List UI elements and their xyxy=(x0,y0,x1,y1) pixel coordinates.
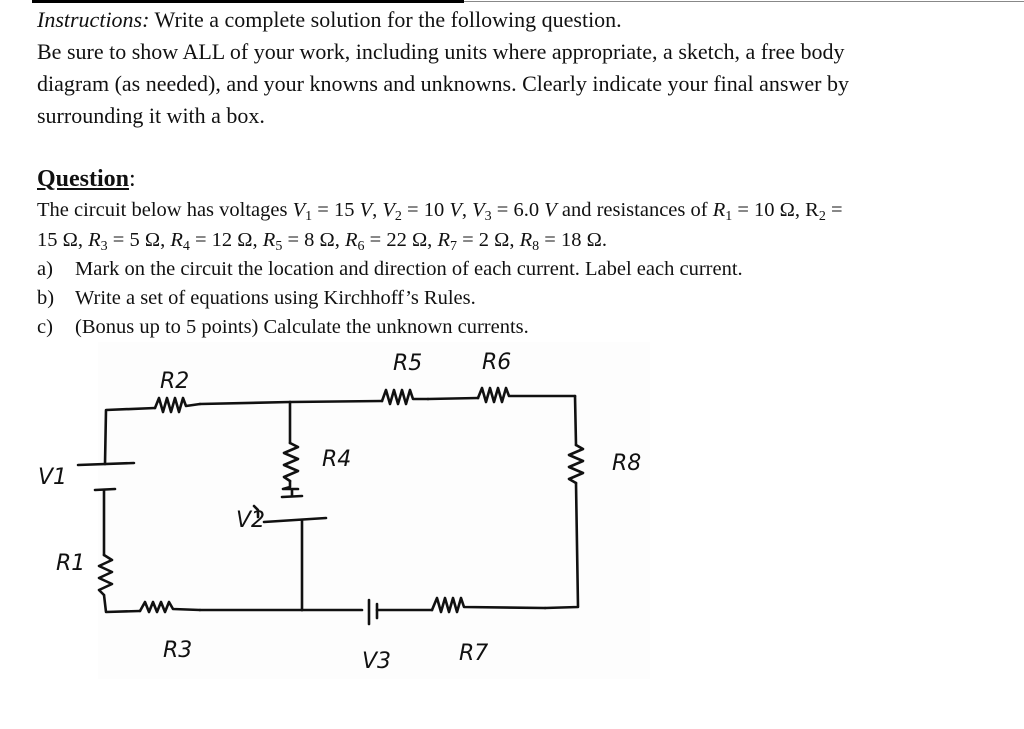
label-r3: R3 xyxy=(163,638,192,663)
top-rule-bold xyxy=(32,0,464,3)
label-v2: V2 xyxy=(236,508,265,533)
intro-start: The circuit below has voltages xyxy=(37,199,293,221)
label-v1: V1 xyxy=(38,465,67,490)
r4-value: = 12 Ω, xyxy=(189,229,263,251)
intro-mid: and resistances of xyxy=(556,199,713,221)
item-a-text: Mark on the circuit the location and dir… xyxy=(75,258,743,280)
question-heading-text: Question xyxy=(37,166,130,192)
v3-unit: V xyxy=(544,199,557,221)
item-b-marker: b) xyxy=(37,287,55,309)
instructions-line-1-text: Write a complete solution for the follow… xyxy=(149,7,622,32)
instructions-line-4: surrounding it with a box. xyxy=(37,103,265,128)
wire-left-top xyxy=(103,406,157,466)
sep: , xyxy=(372,199,383,221)
circuit-photo-background xyxy=(98,342,650,679)
label-v3: V3 xyxy=(362,649,391,674)
v1-symbol: V xyxy=(292,199,306,221)
instructions-line-3: diagram (as needed), and your knowns and… xyxy=(37,71,849,96)
resistor-r8 xyxy=(567,443,585,485)
v3-value: = 6.0 xyxy=(491,199,545,221)
r2-value: 15 Ω, xyxy=(37,229,89,251)
wire-r5-r6 xyxy=(426,396,480,401)
instructions-line-2: Be sure to show ALL of your work, includ… xyxy=(37,39,845,64)
r2-equals: = xyxy=(825,199,843,221)
r1-value: = 10 Ω, R xyxy=(732,199,819,221)
question-heading: Question: xyxy=(37,163,136,195)
v2-value: = 10 xyxy=(401,199,450,221)
wire-right-bottom xyxy=(543,481,580,610)
label-r5: R5 xyxy=(393,351,422,376)
v1-subscript: 1 xyxy=(305,209,313,224)
label-r2: R2 xyxy=(160,369,189,394)
r4-subscript: 4 xyxy=(182,239,190,254)
wire-top-mid xyxy=(198,400,292,406)
r5-symbol: R xyxy=(262,229,276,251)
r8-symbol: R xyxy=(519,229,533,251)
battery-v1-long-plate xyxy=(76,461,136,467)
wire-top-right-start xyxy=(288,399,384,404)
r4-symbol: R xyxy=(170,229,183,251)
question-intro-line-2: 15 Ω, R3 = 5 Ω, R4 = 12 Ω, R5 = 8 Ω, R6 … xyxy=(37,226,607,255)
r6-subscript: 6 xyxy=(357,239,365,254)
r6-symbol: R xyxy=(344,229,358,251)
instructions-line-1: Instructions: Write a complete solution … xyxy=(37,4,1012,36)
r3-value: = 5 Ω, xyxy=(107,229,171,251)
question-item-b: b) Write a set of equations using Kirchho… xyxy=(37,284,476,313)
v1-unit: V xyxy=(359,199,373,221)
resistor-r4 xyxy=(282,441,300,483)
v2-unit: V xyxy=(449,199,462,221)
r3-symbol: R xyxy=(88,229,101,251)
wire-right-top xyxy=(573,394,578,447)
r1-subscript: 1 xyxy=(725,209,733,224)
label-r1: R1 xyxy=(56,551,85,576)
v2-symbol: V xyxy=(382,199,395,221)
wire-left-bottom xyxy=(102,593,142,614)
r5-subscript: 5 xyxy=(275,239,283,254)
v3-subscript: 3 xyxy=(484,209,492,224)
r3-subscript: 3 xyxy=(100,239,108,254)
resistor-r6 xyxy=(476,386,577,404)
question-item-c: c) (Bonus up to 5 points) Calculate the u… xyxy=(37,313,529,342)
question-item-a: a) Mark on the circuit the location and d… xyxy=(37,255,743,284)
v3-symbol: V xyxy=(472,199,485,221)
item-c-marker: c) xyxy=(37,316,53,338)
v2-subscript: 2 xyxy=(394,209,402,224)
resistor-r2 xyxy=(153,396,202,414)
sep: , xyxy=(461,199,473,221)
question-heading-colon: : xyxy=(129,166,136,192)
r7-symbol: R xyxy=(437,229,450,251)
label-r4: R4 xyxy=(322,447,351,472)
question-intro-line-1: The circuit below has voltages V1 = 15 V… xyxy=(37,196,843,225)
resistor-r1 xyxy=(97,553,114,597)
v1-value: = 15 xyxy=(312,199,360,221)
label-r7: R7 xyxy=(459,641,488,666)
r7-value: = 2 Ω, xyxy=(456,229,520,251)
top-rule xyxy=(0,0,1024,4)
r2-subscript: 2 xyxy=(818,209,826,224)
battery-v2-long-plate xyxy=(262,516,328,524)
r5-value: = 8 Ω, xyxy=(282,229,345,251)
wire-r4-bottom xyxy=(281,479,300,491)
r8-subscript: 8 xyxy=(532,239,540,254)
item-b-text: Write a set of equations using Kirchhoff… xyxy=(75,287,476,309)
wire-v2-link xyxy=(252,504,260,519)
r6-value: = 22 Ω, xyxy=(364,229,438,251)
instructions-lead: Instructions: xyxy=(37,7,150,32)
label-r8: R8 xyxy=(612,451,641,476)
r7-subscript: 7 xyxy=(449,239,457,254)
resistor-r7 xyxy=(430,596,547,614)
r8-value: = 18 Ω. xyxy=(539,229,607,251)
resistor-r3 xyxy=(138,600,202,614)
top-rule-thin xyxy=(464,1,1024,2)
label-r6: R6 xyxy=(482,350,511,375)
resistor-r5 xyxy=(380,388,430,406)
item-c-text: (Bonus up to 5 points) Calculate the unk… xyxy=(75,316,529,338)
item-a-marker: a) xyxy=(37,258,53,280)
r1-symbol: R xyxy=(712,199,726,221)
